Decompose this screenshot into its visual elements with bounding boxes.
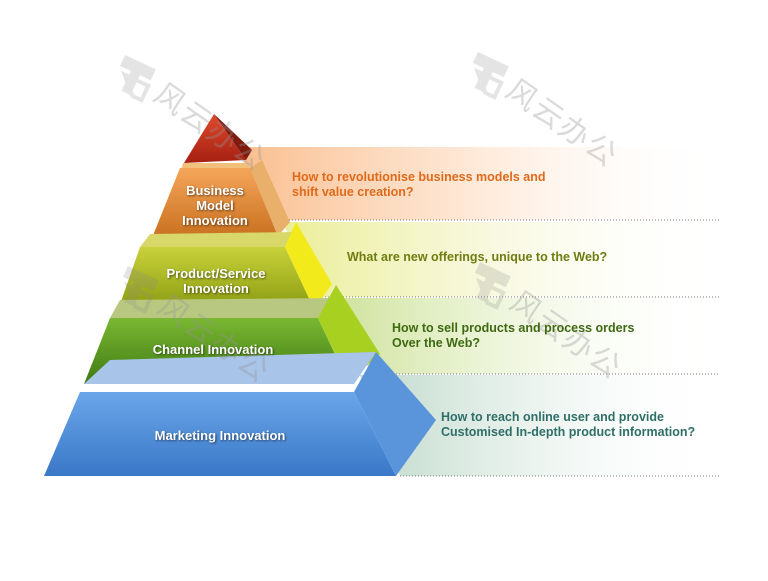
- question-product: What are new offerings, unique to the We…: [347, 250, 608, 264]
- question-marketing: How to reach online user and provide Cus…: [441, 410, 696, 439]
- question-channel: How to sell products and process orders …: [392, 321, 635, 350]
- layer-label-product: Product/Service Innovation: [166, 266, 266, 296]
- layer-label-marketing: Marketing Innovation: [154, 428, 286, 443]
- layer-product-service: [118, 222, 332, 310]
- band-product: [282, 222, 720, 297]
- layer-label-business: Business Model Innovation: [182, 183, 248, 228]
- layer-label-channel: Channel Innovation: [152, 342, 274, 357]
- fengyun-logo-icon: [472, 52, 509, 100]
- fengyun-logo-icon: [119, 55, 156, 103]
- fengyun-logo-icon: [474, 262, 511, 310]
- layer-business-model: [152, 160, 290, 238]
- layer-marketing: [44, 352, 436, 476]
- band-channel: [328, 298, 720, 374]
- question-business: How to revolutionise business models and…: [292, 170, 546, 199]
- band-business: [240, 147, 720, 220]
- band-marketing: [360, 375, 720, 476]
- fengyun-logo-icon: [122, 266, 159, 314]
- layer-tip: [184, 114, 252, 163]
